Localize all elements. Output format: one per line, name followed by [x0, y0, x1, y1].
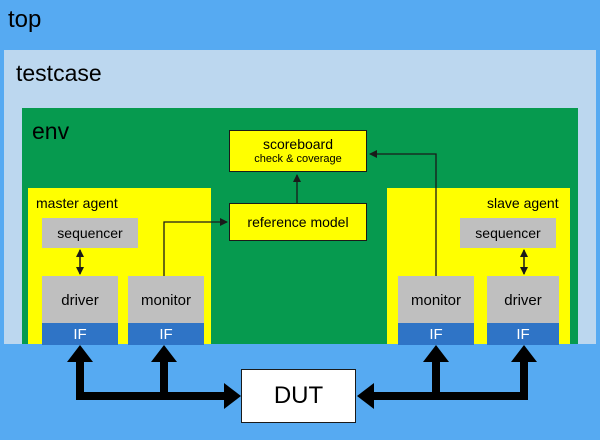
master-driver-interface: IF: [42, 323, 118, 345]
master-sequencer: sequencer: [42, 218, 138, 248]
slave-bus-horizontal: [372, 392, 528, 400]
top-label: top: [8, 6, 42, 33]
dut-left-arrowhead: [224, 383, 241, 409]
dut-connections: [67, 345, 537, 409]
reference-model: reference model: [229, 203, 367, 241]
master-driver: driver: [42, 276, 118, 324]
scoreboard-subtitle: check & coverage: [254, 153, 342, 165]
monitor-to-reference-arrow: [163, 218, 228, 276]
master-monitor: monitor: [128, 276, 204, 324]
dut: DUT: [241, 369, 356, 423]
env-label: env: [32, 118, 70, 144]
slave-driver-arrowhead: [511, 345, 537, 362]
slave-driver: driver: [487, 276, 559, 324]
slave-bus-vertical: [520, 360, 528, 398]
master-monitor-arrowhead: [151, 345, 177, 362]
slave-monitor-arrowhead: [423, 345, 449, 362]
slave-monitor: monitor: [398, 276, 474, 324]
master-agent-label: master agent: [36, 195, 118, 211]
slave-monitor-interface: IF: [398, 323, 474, 345]
slave-monitor-tap: [432, 360, 440, 394]
master-driver-arrowhead: [67, 345, 93, 362]
scoreboard: scoreboard check & coverage: [229, 130, 367, 172]
master-bus-vertical: [76, 360, 84, 398]
slave-monitor-to-scoreboard-arrow: [369, 150, 437, 276]
master-bus-horizontal: [76, 392, 226, 400]
dut-right-arrowhead: [357, 383, 374, 409]
master-monitor-interface: IF: [128, 323, 204, 345]
testcase-label: testcase: [16, 60, 102, 86]
master-monitor-tap: [160, 360, 168, 394]
scoreboard-title: scoreboard: [262, 136, 334, 152]
slave-sequencer: sequencer: [460, 218, 556, 248]
slave-agent-label: slave agent: [487, 195, 559, 211]
slave-driver-interface: IF: [487, 323, 559, 345]
